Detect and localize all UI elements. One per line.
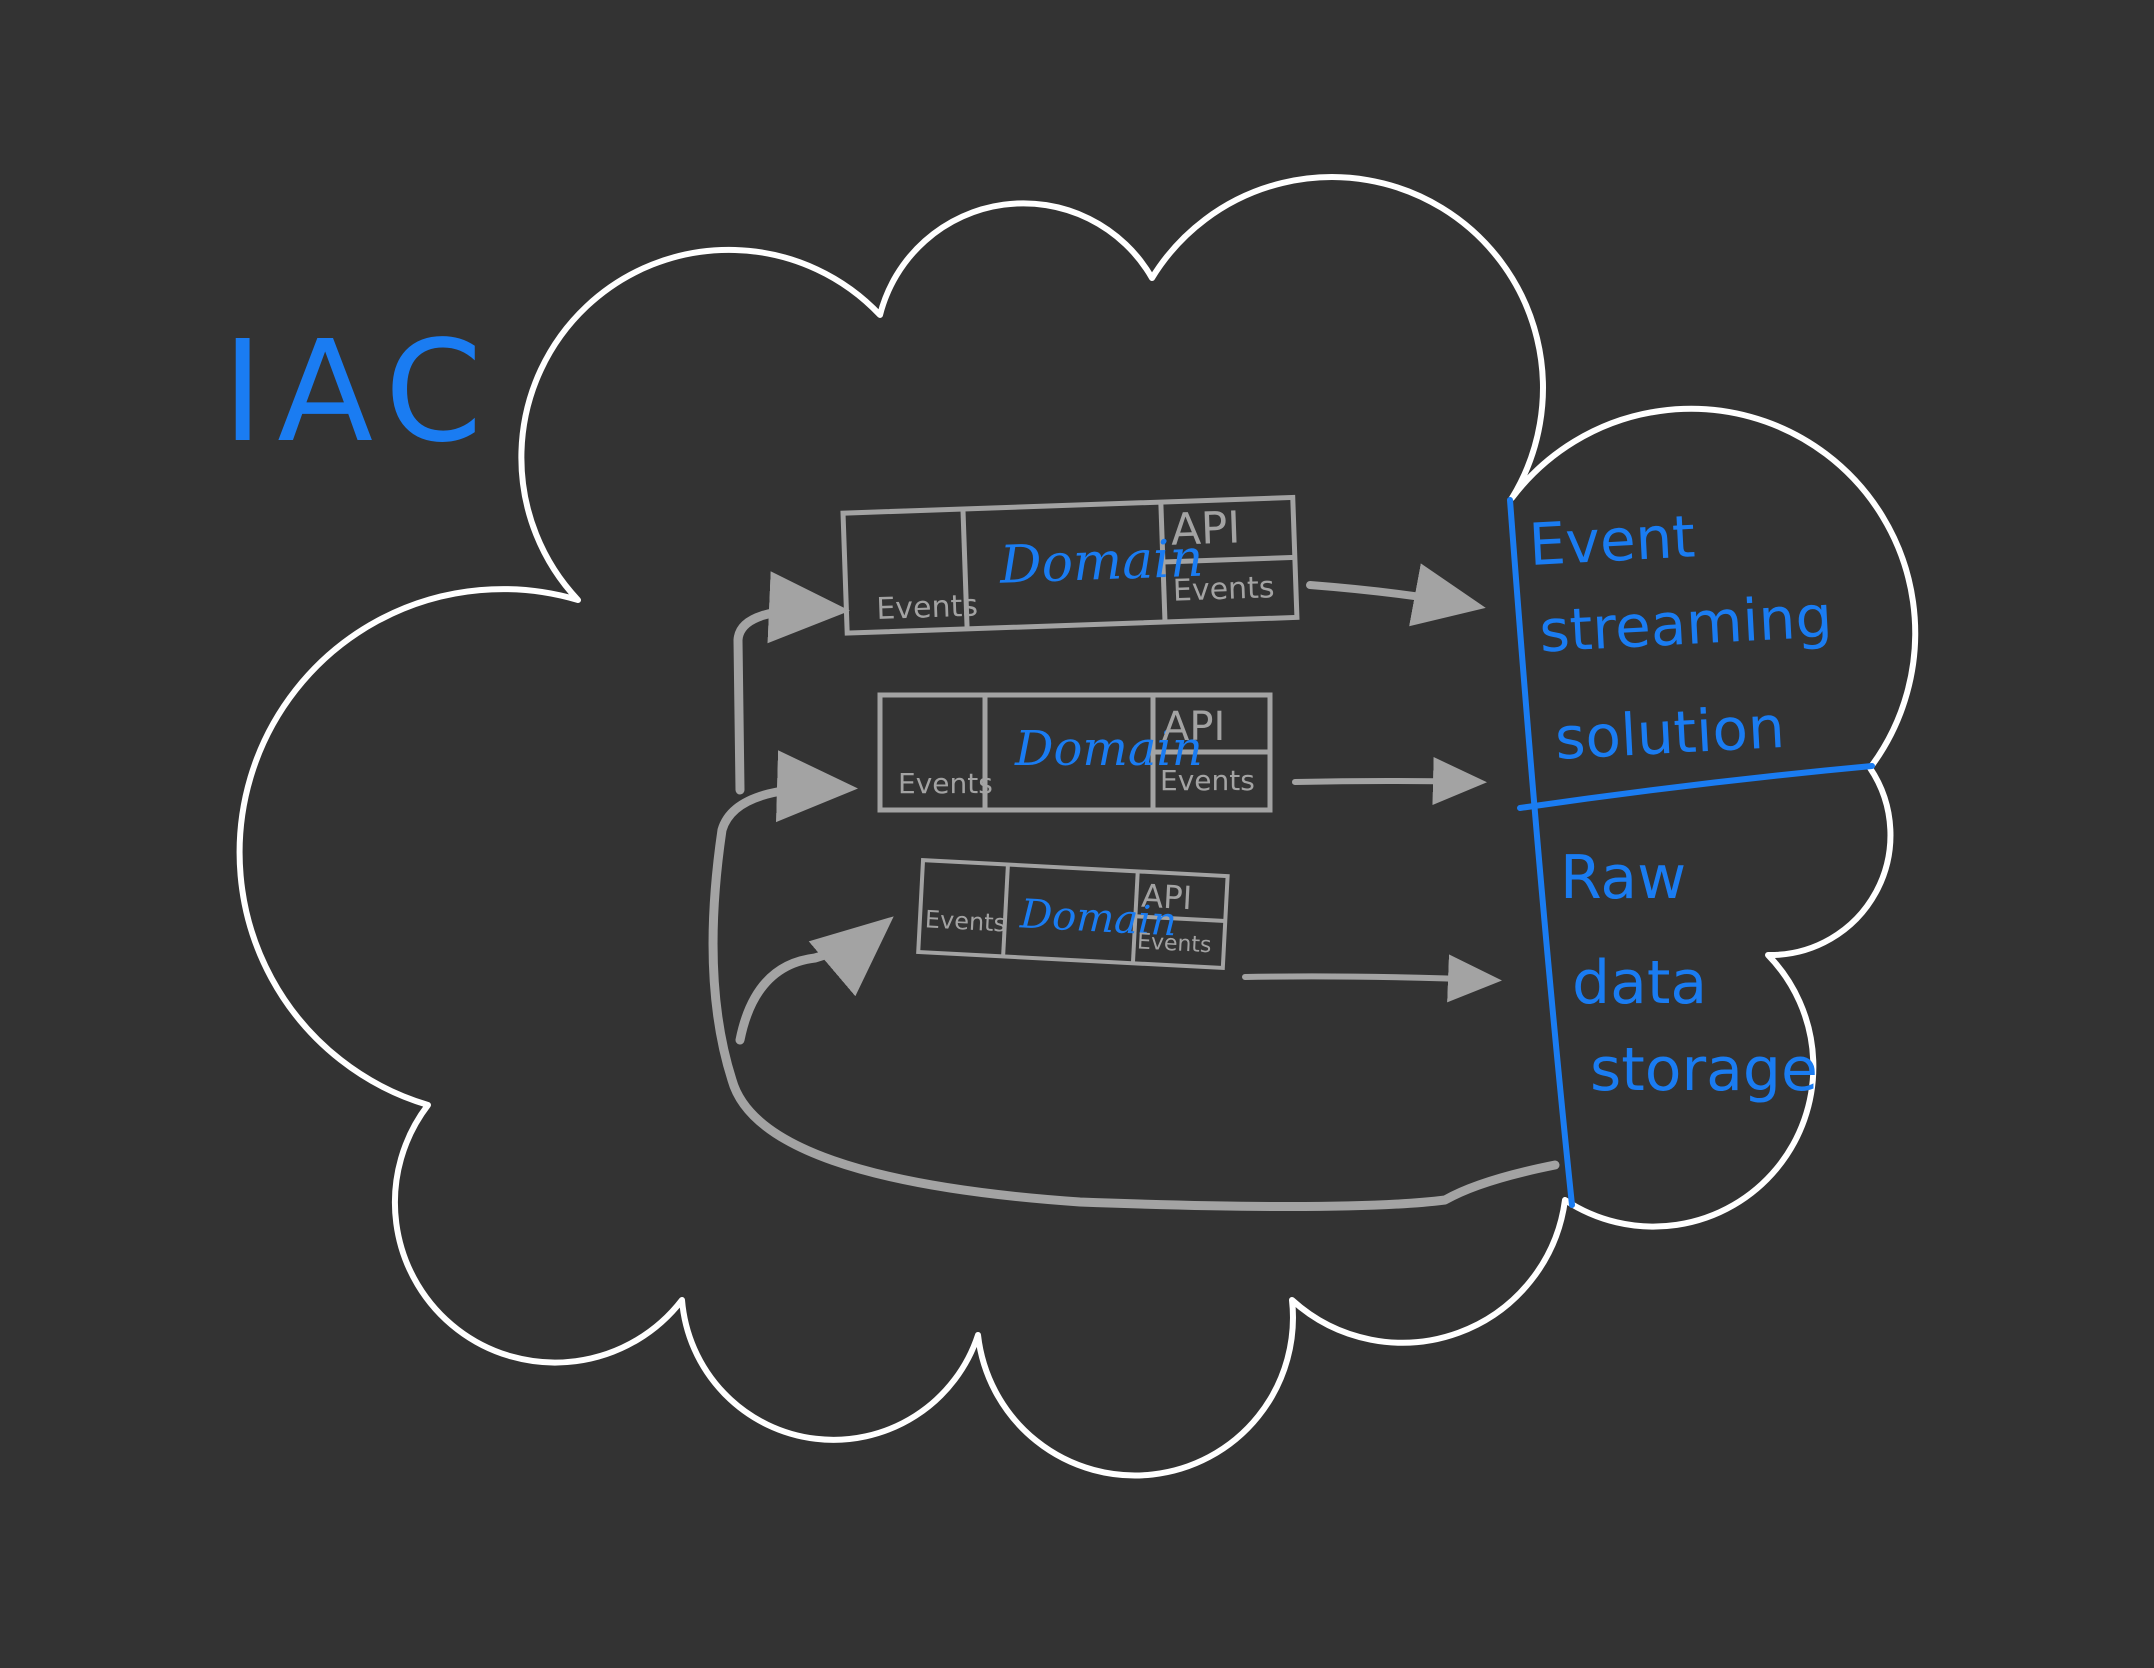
api-label: API <box>1140 877 1193 918</box>
raw-data-storage-label: Raw data storage <box>1560 843 1818 1105</box>
output-events-label: Events <box>1160 764 1255 797</box>
event-streaming-line-2: streaming <box>1538 582 1834 665</box>
raw-storage-line-3: storage <box>1590 1035 1818 1105</box>
domain-label: Domain <box>1014 721 1203 777</box>
domain-label: Domain <box>1018 891 1178 945</box>
input-events-label: Events <box>924 905 1007 937</box>
diagram-title: IAC <box>222 311 496 474</box>
service-box: Events Domain API Events <box>916 858 1230 971</box>
output-arrow <box>1292 757 1487 806</box>
output-arrow <box>1242 954 1502 1003</box>
api-label: API <box>1170 502 1241 555</box>
horizontal-divider-line <box>1517 763 1875 811</box>
output-events-label: Events <box>1172 570 1275 609</box>
output-arrow <box>1306 563 1486 627</box>
feedback-loop-line <box>708 750 1560 1212</box>
domain-label: Domain <box>998 529 1204 596</box>
service-box: Events Domain API Events <box>840 494 1300 636</box>
raw-storage-line-2: data <box>1572 948 1707 1018</box>
service-box: Events Domain API Events <box>877 692 1273 813</box>
input-events-label: Events <box>876 589 979 628</box>
vertical-divider-line <box>1507 497 1575 1208</box>
feedback-branch-arrow <box>733 571 850 795</box>
cloud-outline <box>236 174 1919 1479</box>
api-label: API <box>1162 704 1225 750</box>
feedback-branch-arrow <box>735 916 894 1045</box>
raw-storage-line-1: Raw <box>1560 843 1686 913</box>
event-streaming-line-3: solution <box>1553 693 1786 773</box>
output-events-label: Events <box>1136 929 1212 958</box>
event-streaming-line-1: Event <box>1527 502 1696 579</box>
input-events-label: Events <box>898 767 993 800</box>
event-streaming-label: Event streaming solution <box>1527 494 1858 773</box>
